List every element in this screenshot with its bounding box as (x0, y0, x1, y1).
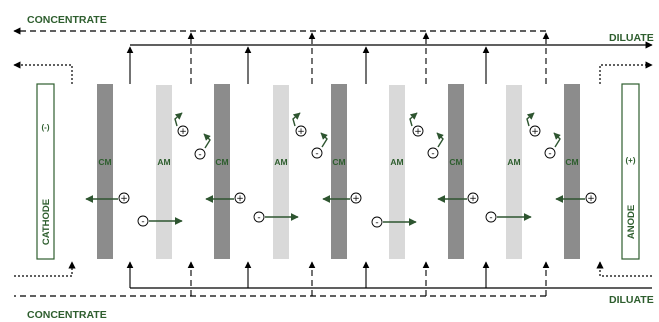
cation-sign: + (587, 194, 595, 204)
membrane-cm-1 (97, 84, 113, 259)
cation-rejected-arrow (174, 112, 183, 127)
cation-icon (467, 192, 479, 204)
anode-label: ANODE (626, 205, 637, 239)
cation-sign: + (179, 127, 187, 137)
anion-icon (137, 215, 149, 227)
membrane-cm-5 (331, 84, 347, 259)
cation-sign: + (352, 194, 360, 204)
top-flow-lines (13, 27, 653, 84)
membrane-cm-9 (564, 84, 580, 259)
membrane-label: AM (157, 157, 170, 167)
membrane-label: CM (98, 157, 111, 167)
anion-rejected-arrow (320, 132, 328, 148)
cathode-rinse-top-line (13, 61, 73, 84)
anion-icon (485, 211, 497, 223)
membrane-am-6 (389, 85, 405, 259)
ion-transport: + + + + + - - - - + + + + - - - - (85, 112, 597, 228)
anion-sign: - (548, 149, 551, 159)
cathode-rinse-bottom-line (14, 261, 76, 277)
cation-sign: + (531, 127, 539, 137)
membrane-label: AM (274, 157, 287, 167)
anion-icon (544, 147, 556, 159)
cation-icon (295, 125, 307, 137)
cation-icon (529, 125, 541, 137)
cation-icon (412, 125, 424, 137)
cathode: (-) CATHODE (36, 83, 55, 260)
membrane-label: AM (507, 157, 520, 167)
membrane-label: CM (449, 157, 462, 167)
cathode-electrode (36, 83, 55, 260)
cation-rejected-arrow (292, 112, 301, 127)
cation-rejected-arrow (526, 112, 535, 127)
concentrate-top-label: CONCENTRATE (27, 14, 107, 26)
channel-arrows (126, 32, 550, 296)
cation-icon (234, 192, 246, 204)
cation-sign: + (297, 127, 305, 137)
cation-icon (350, 192, 362, 204)
cation-sign: + (469, 194, 477, 204)
cation-sign: + (236, 194, 244, 204)
membrane-label: CM (215, 157, 228, 167)
anion-sign: - (489, 213, 492, 223)
anion-sign: - (431, 149, 434, 159)
cation-icon (177, 125, 189, 137)
cathode-sign: (-) (42, 123, 50, 132)
cathode-label: CATHODE (41, 199, 52, 245)
anion-icon (311, 147, 323, 159)
anion-icon (194, 148, 206, 160)
anion-rejected-arrow (436, 132, 444, 148)
anion-sign: - (257, 213, 260, 223)
cation-rejected-arrow (409, 112, 418, 127)
cation-icon (118, 192, 130, 204)
anion-icon (427, 147, 439, 159)
membrane-label: CM (565, 157, 578, 167)
anion-rejected-arrow (553, 132, 561, 148)
diluate-top-label: DILUATE (609, 32, 654, 44)
concentrate-bottom-label: CONCENTRATE (27, 309, 107, 321)
anion-rejected-arrow (203, 133, 211, 149)
anion-sign: - (315, 149, 318, 159)
membrane-am-4 (273, 85, 289, 259)
membrane-cm-7 (448, 84, 464, 259)
membrane-am-8 (506, 85, 522, 259)
anode-sign: (+) (626, 156, 636, 165)
anion-sign: - (141, 217, 144, 227)
anode-electrode (621, 83, 640, 260)
anion-icon (371, 216, 383, 228)
membrane-am-2 (156, 85, 172, 259)
bottom-flow-lines (14, 261, 652, 297)
anode-rinse-top-line (599, 61, 653, 84)
anion-sign: - (198, 150, 201, 160)
cation-sign: + (414, 127, 422, 137)
cation-sign: + (120, 194, 128, 204)
diluate-bottom-label: DILUATE (609, 294, 654, 306)
cation-icon (585, 192, 597, 204)
anode: (+) ANODE (621, 83, 640, 260)
membrane-label: AM (390, 157, 403, 167)
anion-sign: - (375, 218, 378, 228)
membranes: CM AM CM AM CM AM CM AM CM (97, 84, 580, 259)
membrane-label: CM (332, 157, 345, 167)
anode-rinse-bottom-line (596, 261, 652, 277)
anion-icon (253, 211, 265, 223)
membrane-cm-3 (214, 84, 230, 259)
